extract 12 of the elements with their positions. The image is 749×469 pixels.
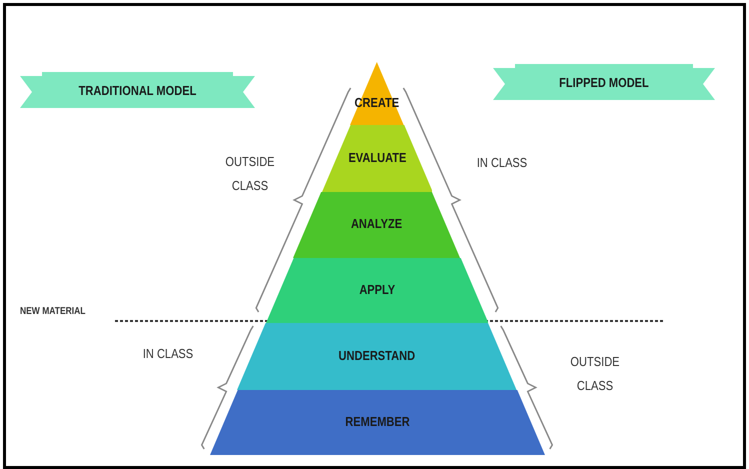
- ribbon-banner: TRADITIONAL MODEL: [20, 72, 255, 108]
- side-label: OUTSIDE CLASS: [569, 353, 621, 395]
- side-label: OUTSIDE CLASS: [224, 153, 276, 195]
- side-label: IN CLASS: [142, 346, 194, 361]
- pyramid-tier: REMEMBER: [210, 390, 544, 455]
- pyramid-tier: ANALYZE: [293, 192, 461, 258]
- side-label: IN CLASS: [476, 155, 528, 170]
- pyramid-tier: EVALUATE: [322, 125, 432, 192]
- pyramid-tier: APPLY: [266, 258, 488, 323]
- pyramid-tier: UNDERSTAND: [237, 323, 517, 390]
- ribbon-banner: FLIPPED MODEL: [493, 64, 715, 100]
- divider-label: NEW MATERIAL: [20, 306, 86, 317]
